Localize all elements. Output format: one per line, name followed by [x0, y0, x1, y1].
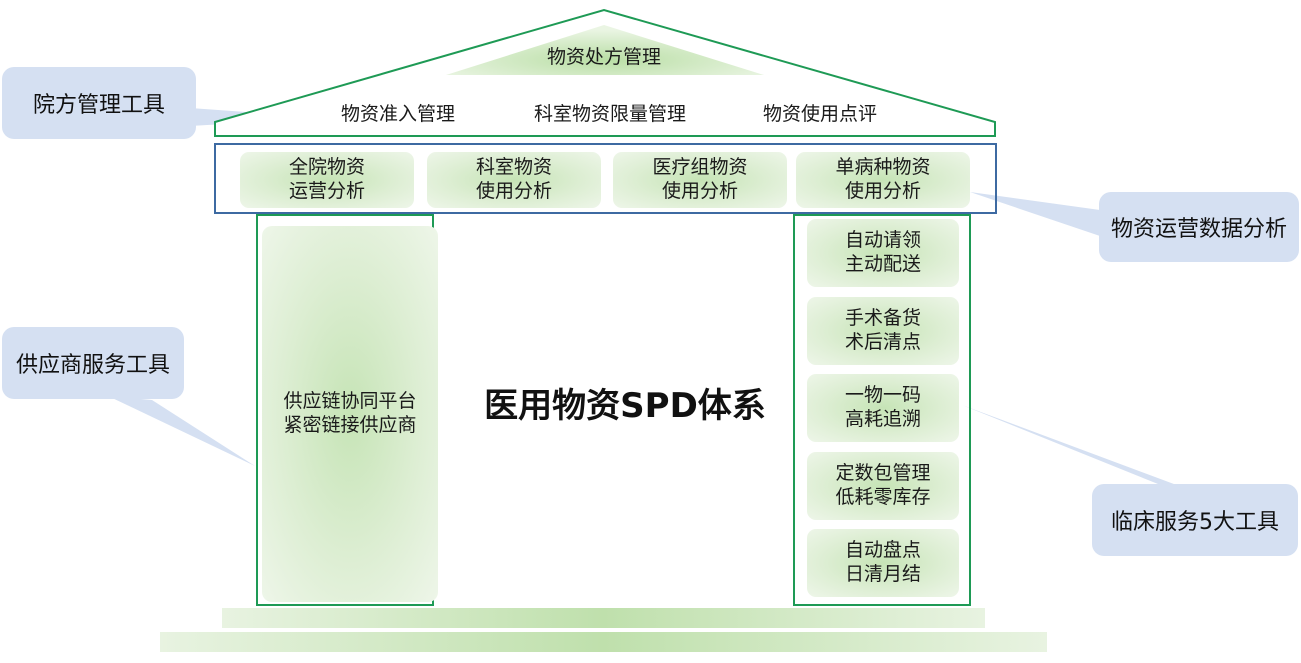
right-item-auto-request-label: 自动请领 主动配送 — [844, 229, 921, 275]
right-item-auto-inventory: 自动盘点 日清月结 — [807, 529, 959, 597]
analysis-disease: 单病种物资 使用分析 — [796, 152, 970, 208]
right-item-fixed-package-label: 定数包管理 低耗零库存 — [835, 462, 931, 508]
analysis-hospital: 全院物资 运营分析 — [240, 152, 414, 208]
right-item-surgery-prep-label: 手术备货 术后清点 — [844, 307, 921, 353]
right-item-auto-request: 自动请领 主动配送 — [807, 219, 959, 287]
callout-clinical-tools: 临床服务5大工具 — [1092, 484, 1298, 556]
pointer-clinical — [962, 405, 1190, 490]
analysis-medical-group: 医疗组物资 使用分析 — [613, 152, 787, 208]
roof-top-band — [446, 25, 764, 75]
right-item-surgery-prep: 手术备货 术后清点 — [807, 297, 959, 365]
callout-hospital-tools: 院方管理工具 — [2, 67, 196, 139]
right-item-trace-code: 一物一码 高耗追溯 — [807, 374, 959, 442]
left-pillar-box: 供应链协同平台 紧密链接供应商 — [262, 226, 438, 602]
analysis-disease-label: 单病种物资 使用分析 — [835, 156, 931, 202]
right-pillar-frame — [793, 214, 971, 606]
analysis-hospital-label: 全院物资 运营分析 — [288, 156, 365, 202]
center-title: 医用物资SPD体系 — [484, 386, 766, 426]
base-step-upper — [222, 608, 985, 628]
analysis-department: 科室物资 使用分析 — [427, 152, 601, 208]
right-item-auto-inventory-label: 自动盘点 日清月结 — [844, 539, 921, 585]
callout-supplier-tools: 供应商服务工具 — [2, 327, 184, 399]
analysis-strip — [214, 143, 997, 214]
analysis-department-label: 科室物资 使用分析 — [475, 156, 552, 202]
roof-item-dept-limit: 科室物资限量管理 — [533, 103, 686, 125]
roof-item-access: 物资准入管理 — [340, 103, 455, 125]
callout-analysis: 物资运营数据分析 — [1099, 192, 1299, 262]
pointer-supplier — [108, 396, 255, 466]
pointer-analysis — [970, 192, 1100, 236]
analysis-medical-group-label: 医疗组物资 使用分析 — [652, 156, 748, 202]
roof-top-label: 物资处方管理 — [546, 46, 661, 68]
right-item-trace-code-label: 一物一码 高耗追溯 — [844, 384, 921, 430]
roof-item-usage-review: 物资使用点评 — [762, 103, 877, 125]
base-step-lower — [160, 632, 1047, 652]
left-pillar-label: 供应链协同平台 紧密链接供应商 — [283, 390, 417, 436]
right-item-fixed-package: 定数包管理 低耗零库存 — [807, 452, 959, 520]
